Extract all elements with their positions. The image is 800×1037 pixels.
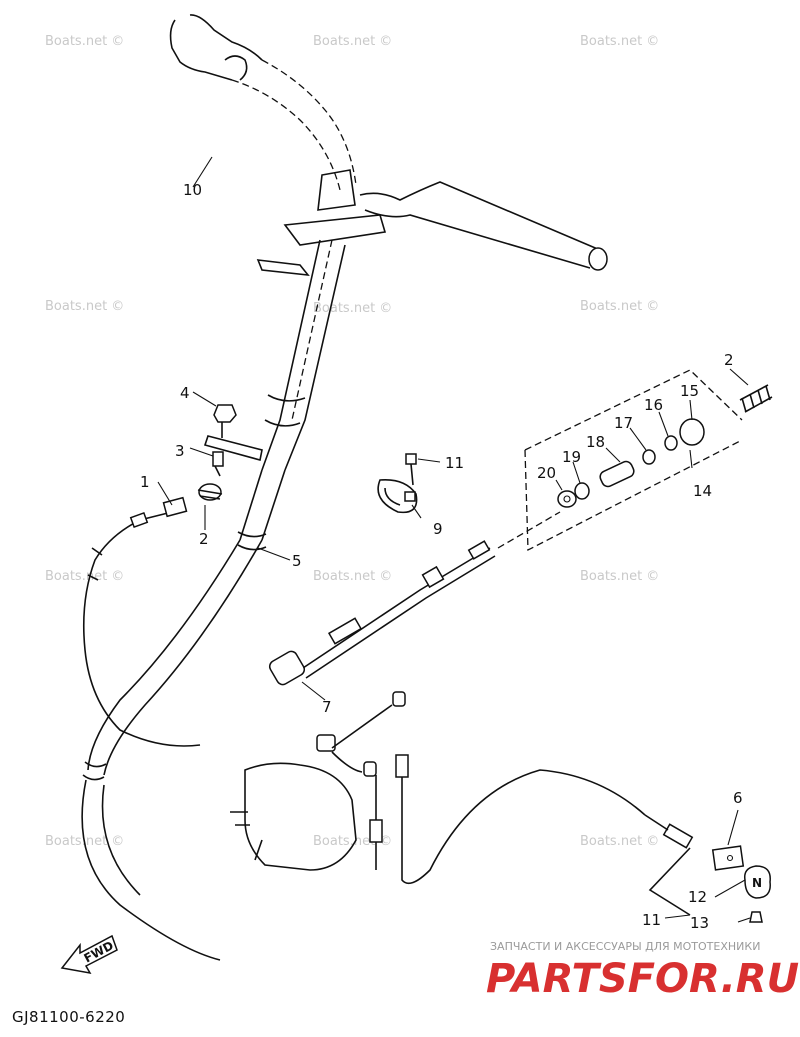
choke-cable [83,496,201,747]
callout-9: 9 [433,520,443,538]
callout-15: 15 [680,382,699,400]
callout-13: 13 [690,914,709,932]
watermark: Boats.net © [580,34,659,49]
brand-tagline: ЗАПЧАСТИ И АКСЕССУАРЫ ДЛЯ МОТОТЕХНИКИ [490,940,760,953]
leader-lines [157,156,751,923]
watermarks: Boats.net © Boats.net © Boats.net © Boat… [45,34,659,849]
callout-20: 20 [537,464,556,482]
assembly-14-bracket [524,369,743,552]
callout-numbers: 10 4 3 1 2 5 7 11 9 2 15 16 17 18 19 20 … [140,181,743,932]
n-mark: N [752,876,762,890]
callout-10: 11 [445,454,464,472]
callout-4: 4 [180,384,190,402]
diagram-code: GJ81100-6220 [12,1008,125,1026]
callout-12: 12 [688,888,707,906]
callout-17: 17 [614,414,633,432]
callout-18: 18 [586,433,605,451]
clamp-assembly [377,453,418,514]
cable-7 [268,511,561,686]
watermark: Boats.net © [580,834,659,849]
watermark: Boats.net © [580,569,659,584]
watermark: Boats.net © [45,34,124,49]
watermark: Boats.net © [45,569,124,584]
callout-1: 1 [140,473,150,491]
callout-5: 5 [292,552,302,570]
handlebar [169,14,608,271]
callout-11: 11 [642,911,661,929]
callout-14: 14 [693,482,712,500]
steering-column [239,239,346,541]
callout-16: 16 [644,396,663,414]
callout-6: 6 [733,789,743,807]
watermark: Boats.net © [313,34,392,49]
assembly-14-parts [557,384,773,508]
fittings-left [197,404,263,501]
callout-7: 7 [322,698,332,716]
watermark: Boats.net © [313,301,392,316]
cable-end-parts: N [644,814,771,923]
watermark: Boats.net © [313,569,392,584]
throttle-cable [81,531,267,961]
callout-2-right: 2 [724,351,734,369]
watermark: Boats.net © [580,299,659,314]
callout-8: 10 [183,181,202,199]
watermark: Boats.net © [45,299,124,314]
callout-19: 19 [562,448,581,466]
callout-2-left: 2 [199,530,209,548]
callout-3: 3 [175,442,185,460]
brand-logo: ЗАПЧАСТИ И АКСЕССУАРЫ ДЛЯ МОТОТЕХНИКИ PA… [486,940,799,1002]
forward-arrow: FWD [60,934,118,975]
brand-name: PARTSFOR.RU [486,956,799,1002]
carburetor [230,691,646,885]
